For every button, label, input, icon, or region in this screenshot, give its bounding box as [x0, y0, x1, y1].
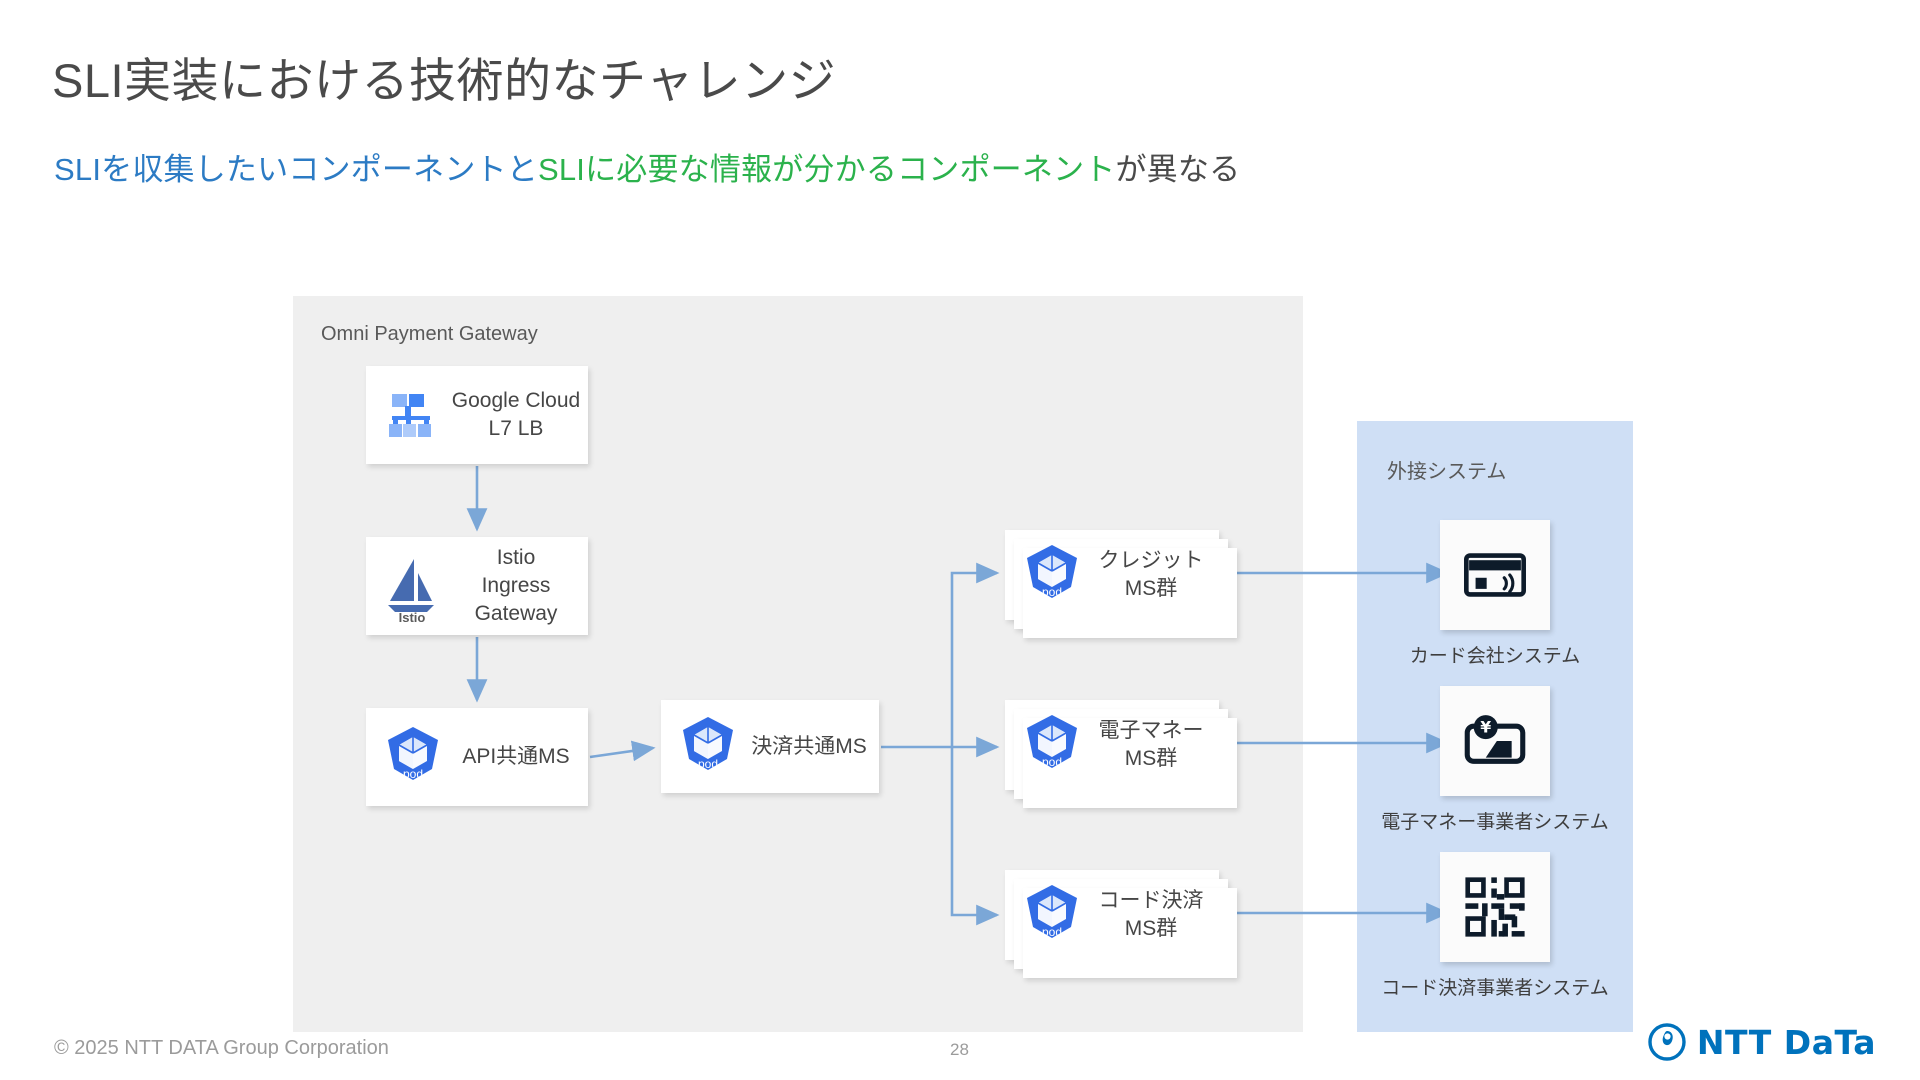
- svg-text:pod: pod: [403, 767, 423, 781]
- external-caption-card-company: カード会社システム: [1409, 646, 1581, 667]
- external-system-card-company[interactable]: カード会社システム: [1357, 520, 1633, 668]
- node-credit-ms-group[interactable]: pod クレジットMS群: [1005, 530, 1237, 638]
- node-code-payment-ms-group[interactable]: pod コード決済MS群: [1005, 870, 1237, 978]
- svg-text:Istio: Istio: [399, 610, 426, 623]
- istio-icon: Istio: [376, 549, 450, 625]
- svg-text:pod: pod: [1042, 925, 1062, 939]
- external-system-emoney-provider[interactable]: ¥ 電子マネー事業者システム: [1357, 686, 1633, 834]
- page-title: SLI実装における技術的なチャレンジ: [52, 54, 837, 107]
- external-caption-emoney-provider: 電子マネー事業者システム: [1381, 812, 1609, 833]
- subtitle-segment-gray: が異なる: [1115, 152, 1241, 187]
- footer-copyright: © 2025 NTT DATA Group Corporation: [54, 1037, 389, 1059]
- kubernetes-pod-icon: pod: [1015, 708, 1089, 782]
- external-system-code-payment-provider[interactable]: コード決済事業者システム: [1357, 852, 1633, 1000]
- external-caption-code-payment-provider: コード決済事業者システム: [1381, 978, 1609, 999]
- svg-text:¥: ¥: [1480, 718, 1491, 737]
- emoney-wallet-yen-icon: ¥: [1440, 686, 1550, 796]
- node-label-code-payment-ms-group: コード決済MS群: [1098, 889, 1204, 940]
- svg-text:pod: pod: [1042, 755, 1062, 769]
- contactless-credit-card-icon: [1440, 520, 1550, 630]
- svg-text:pod: pod: [698, 757, 718, 771]
- node-label-istio-ingress-gateway: Istio Ingress Gateway: [474, 546, 558, 625]
- page-number: 28: [950, 1040, 969, 1059]
- ntt-data-mark-icon: [1648, 1023, 1686, 1061]
- ntt-data-logo-text: NTT DaTa: [1696, 1022, 1876, 1062]
- google-cloud-load-balancer-icon: [376, 378, 450, 452]
- node-google-cloud-lb[interactable]: Google Cloud L7 LB: [366, 366, 588, 464]
- node-label-credit-ms-group: クレジットMS群: [1098, 549, 1204, 600]
- svg-text:pod: pod: [1042, 585, 1062, 599]
- node-emoney-ms-group[interactable]: pod 電子マネーMS群: [1005, 700, 1237, 808]
- kubernetes-pod-icon: pod: [1015, 538, 1089, 612]
- node-label-emoney-ms-group: 電子マネーMS群: [1098, 719, 1204, 770]
- ntt-data-logo: NTT DaTa: [1647, 1022, 1876, 1062]
- node-label-payment-common-ms: 決済共通MS: [751, 734, 867, 758]
- kubernetes-pod-icon: pod: [671, 710, 745, 784]
- kubernetes-pod-icon: pod: [1015, 878, 1089, 952]
- group-label-external-systems: 外接システム: [1387, 461, 1507, 483]
- subtitle-segment-green: SLIに必要な情報が分かるコンポーネント: [537, 152, 1116, 187]
- subtitle-segment-blue: SLIを収集したいコンポーネントと: [54, 152, 538, 187]
- node-label-google-cloud-lb: Google Cloud L7 LB: [451, 389, 581, 440]
- kubernetes-pod-icon: pod: [376, 720, 450, 794]
- qr-code-icon: [1440, 852, 1550, 962]
- slide-subtitle: SLIを収集したいコンポーネントとSLIに必要な情報が分かるコンポーネントが異な…: [54, 144, 1240, 189]
- node-label-api-common-ms: API共通MS: [462, 745, 570, 769]
- group-label-omni-payment-gateway: Omni Payment Gateway: [321, 323, 538, 345]
- node-payment-common-ms[interactable]: pod 決済共通MS: [661, 700, 879, 793]
- node-istio-ingress-gateway[interactable]: Istio Istio Ingress Gateway: [366, 537, 588, 635]
- node-api-common-ms[interactable]: pod API共通MS: [366, 708, 588, 806]
